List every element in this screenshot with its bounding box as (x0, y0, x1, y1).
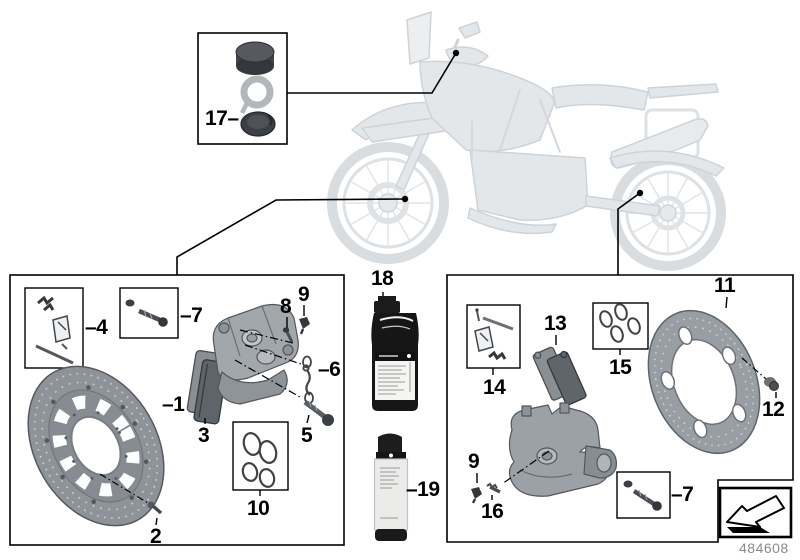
part-label-9-front[interactable]: 9 (298, 283, 310, 306)
part-label-2[interactable]: 2 (150, 525, 162, 548)
windscreen (406, 11, 432, 65)
bleed-screw-front (282, 317, 294, 343)
rear-rack (647, 83, 719, 99)
direction-symbol-box (718, 486, 793, 539)
part-label-9-rear[interactable]: 9 (468, 450, 480, 473)
part-label-18[interactable]: 18 (371, 267, 394, 290)
part-label-6[interactable]: –6 (318, 358, 341, 381)
bleed-parts-rear (471, 450, 550, 504)
front-brake-box (9, 274, 345, 546)
rear-wheel (610, 155, 726, 271)
pad-retainer-kit-box (24, 287, 84, 369)
part-label-11[interactable]: 11 (714, 274, 736, 297)
disc-bolt-front (99, 473, 163, 526)
pad-retainer-kit-box-rear (466, 304, 521, 375)
front-wheel (327, 142, 449, 264)
part-label-19[interactable]: –19 (406, 478, 440, 501)
part-label-1[interactable]: –1 (162, 393, 185, 416)
assembly-axis-lines-front (234, 329, 302, 398)
reservoir-cap (235, 41, 275, 75)
mirror (458, 21, 481, 39)
part-label-14[interactable]: 14 (483, 376, 506, 399)
part-label-8[interactable]: 8 (280, 295, 292, 318)
part-label-7-front[interactable]: –7 (180, 304, 203, 327)
bleed-cap-front (299, 305, 310, 335)
part-label-17[interactable]: 17– (205, 107, 239, 130)
bleed-cap-rear (471, 487, 482, 499)
part-label-12[interactable]: 12 (762, 398, 785, 421)
front-brake-caliper (212, 303, 299, 405)
part-label-5[interactable]: 5 (301, 424, 313, 447)
reservoir-diaphragm (240, 111, 276, 137)
guide-pin-kit-box-rear (616, 471, 671, 519)
seal-kit-box-front (232, 421, 289, 496)
engine (469, 149, 589, 221)
motorcycle-illustration (327, 11, 726, 271)
callout-lines (176, 49, 644, 275)
part-label-4[interactable]: –4 (85, 316, 108, 339)
brake-fluid-bottle (371, 292, 419, 411)
front-brake-disc (27, 365, 165, 527)
callout-dot-rear-hub (636, 189, 644, 197)
callout-dot-handlebar (452, 49, 460, 57)
rear-brake-pads (532, 335, 587, 406)
rear-brake-disc (647, 296, 761, 455)
callout-line-reservoir (287, 52, 457, 94)
tank-fairing (419, 60, 555, 153)
reservoir-cap-box (197, 32, 288, 145)
front-brake-pads (186, 349, 228, 425)
skid-plate (467, 207, 557, 235)
rear-brake-caliper (508, 402, 617, 497)
disc-bolt-rear (741, 357, 779, 398)
seat (551, 84, 649, 111)
part-label-3[interactable]: 3 (198, 424, 210, 447)
guide-pin-kit-box-front (119, 287, 179, 339)
reservoir-ring (239, 75, 274, 115)
part-label-13[interactable]: 13 (544, 312, 567, 335)
rear-brake-box (446, 274, 794, 543)
brake-cleaner-spray-can (373, 433, 409, 541)
frame-tubes (471, 89, 561, 159)
callout-line-front-brake (176, 198, 406, 275)
part-label-15[interactable]: 15 (609, 356, 632, 379)
direction-arrow-icon (726, 495, 785, 528)
part-label-7-rear[interactable]: –7 (671, 483, 694, 506)
part-label-16[interactable]: 16 (481, 500, 504, 523)
callout-line-rear-brake (617, 192, 641, 275)
seal-kit-box-rear (592, 302, 649, 355)
callout-dot-front-hub (401, 195, 409, 203)
drawing-number: 484608 (739, 540, 789, 556)
rear-fender (609, 150, 725, 177)
part-label-10[interactable]: 10 (247, 497, 270, 520)
caliper-guide-bolt-front (303, 400, 334, 426)
